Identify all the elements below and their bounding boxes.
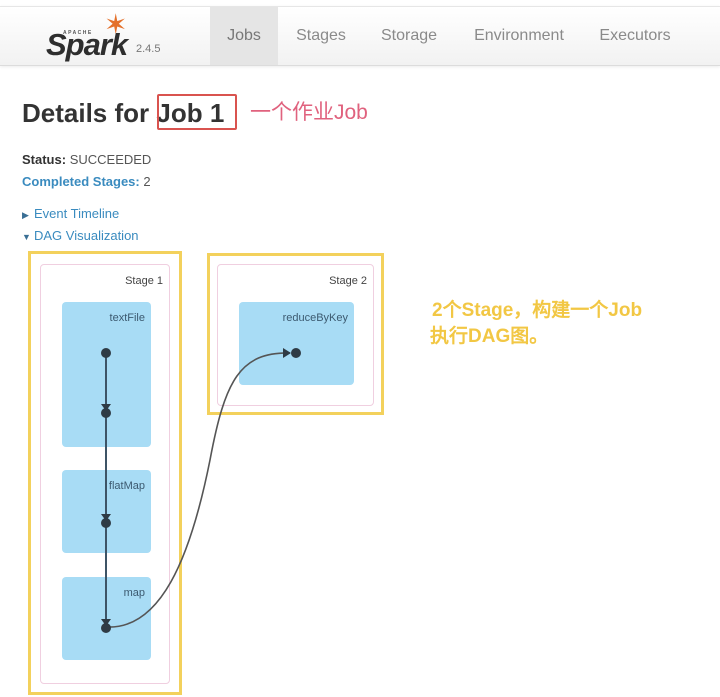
spark-star-icon: ✶ xyxy=(104,9,128,40)
job-status: Status: SUCCEEDED xyxy=(22,152,151,167)
tab-storage[interactable]: Storage xyxy=(380,27,438,44)
rdd-label: reduceByKey xyxy=(282,312,348,324)
title-job: Job 1 xyxy=(156,98,225,128)
rdd-flatmap[interactable]: flatMap xyxy=(62,470,151,553)
rdd-reducebykey[interactable]: reduceByKey xyxy=(239,302,354,385)
dag-annotation-line1: 2个Stage，构建一个Job xyxy=(432,300,643,321)
tab-jobs[interactable]: Jobs xyxy=(210,7,278,65)
dag-annotation-line2: 执行DAG图。 xyxy=(430,326,549,347)
completed-stages[interactable]: Completed Stages: 2 xyxy=(22,174,151,189)
dag-visualization-toggle[interactable]: ▼DAG Visualization xyxy=(22,228,139,243)
spark-version: 2.4.5 xyxy=(136,43,161,55)
rdd-map[interactable]: map xyxy=(62,577,151,660)
rdd-label: textFile xyxy=(109,312,145,324)
job-annotation: 一个作业Job xyxy=(250,101,368,124)
status-label: Status: xyxy=(22,152,67,167)
status-value: SUCCEEDED xyxy=(69,152,152,167)
stage-2-label: Stage 2 xyxy=(329,275,367,287)
rdd-label: map xyxy=(123,587,145,599)
tab-executors[interactable]: Executors xyxy=(599,27,671,44)
dag-visualization-label: DAG Visualization xyxy=(34,228,139,243)
completed-stages-link[interactable]: Completed Stages: xyxy=(22,174,140,189)
job-highlight-box xyxy=(157,94,237,130)
tab-environment[interactable]: Environment xyxy=(474,27,564,44)
spark-logo[interactable]: ✶ APACHE Spark 2.4.5 xyxy=(44,9,194,63)
dag-annotation: 2个Stage，构建一个Job 执行DAG图。 xyxy=(430,298,643,350)
rdd-textfile[interactable]: textFile xyxy=(62,302,151,447)
event-timeline-label: Event Timeline xyxy=(34,206,120,221)
completed-stages-count: 2 xyxy=(143,174,151,189)
caret-down-icon: ▼ xyxy=(22,232,31,242)
top-navbar: ✶ APACHE Spark 2.4.5 Jobs Stages Storage… xyxy=(0,6,720,66)
brand-apache: APACHE xyxy=(63,30,93,36)
brand-name: Spark xyxy=(46,27,128,62)
caret-right-icon: ▶ xyxy=(22,210,29,220)
stage-1-label: Stage 1 xyxy=(125,275,163,287)
rdd-label: flatMap xyxy=(108,480,145,492)
event-timeline-toggle[interactable]: ▶ Event Timeline xyxy=(22,206,119,221)
tab-stages[interactable]: Stages xyxy=(296,27,346,44)
title-prefix: Details for xyxy=(22,98,157,128)
page-title: Details for Job 1 xyxy=(22,96,224,130)
